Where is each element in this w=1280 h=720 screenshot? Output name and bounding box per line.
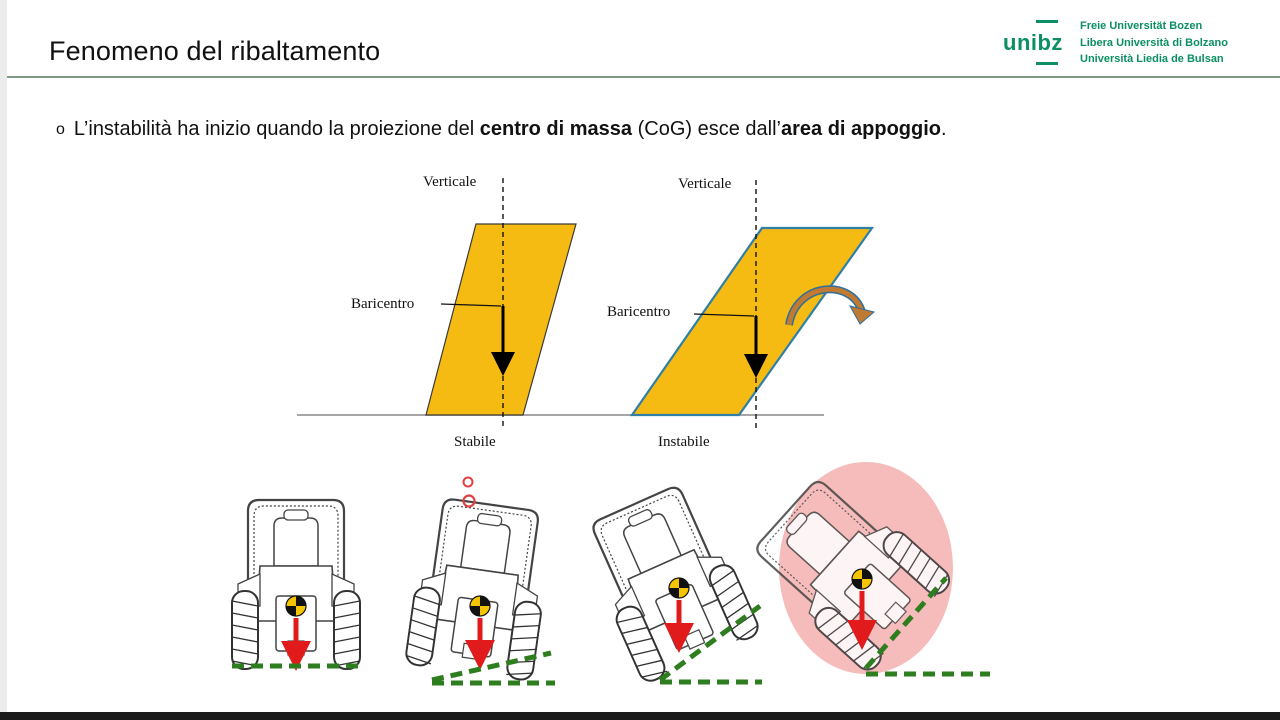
stable-cog-label: Baricentro [351,296,414,312]
bullet-text-3: . [941,118,947,140]
cog-trace-top [462,476,474,488]
page-title: Fenomeno del ribaltamento [49,36,381,66]
rotation-arrow [785,285,876,326]
support-line-3-slope [658,603,762,683]
unstable-caption: Instabile [658,434,710,450]
cog-trace-bottom [462,494,476,508]
unstable-cog-pointer [693,313,755,317]
logo-wordmark: unibz [1003,30,1063,55]
unstable-vertical-label: Verticale [678,176,732,192]
logo-bar-top [1036,20,1058,23]
unibz-logo: unibz Freie Universität Bozen Libera Uni… [1000,16,1270,72]
bullet-bold-cog: centro di massa [479,118,633,140]
logo-university-names: Freie Universität Bozen Libera Universit… [1080,18,1228,68]
support-line-2-slope [431,650,552,683]
bullet-text-1: L’instabilità ha inizio quando la proiez… [73,118,480,140]
logo-line-lld: Università Liedia de Bulsan [1080,53,1224,65]
tractor-upright [231,498,361,671]
logo-line-de: Freie Universität Bozen [1080,20,1203,32]
stable-cog-pointer [440,303,502,307]
bullet-bold-support-area: area di appoggio [780,118,942,140]
tractor-steep-slope [574,477,763,686]
slide-left-edge [0,0,7,712]
bottom-bar [0,712,1280,720]
logo-bar-bottom [1036,62,1058,65]
bullet-point: o L’instabilità ha inizio quando la proie… [56,118,947,141]
support-line-4-slope [864,576,948,670]
unstable-block [629,226,875,417]
stable-caption: Stabile [454,434,496,450]
title-divider [7,76,1280,78]
logo-line-it: Libera Università di Bolzano [1080,36,1228,49]
stable-block [425,223,577,416]
bullet-mark: o [56,121,65,138]
unstable-cog-label: Baricentro [607,304,670,320]
stable-vertical-label: Verticale [423,174,477,190]
bullet-text-2: (CoG) esce dall’ [632,118,781,140]
